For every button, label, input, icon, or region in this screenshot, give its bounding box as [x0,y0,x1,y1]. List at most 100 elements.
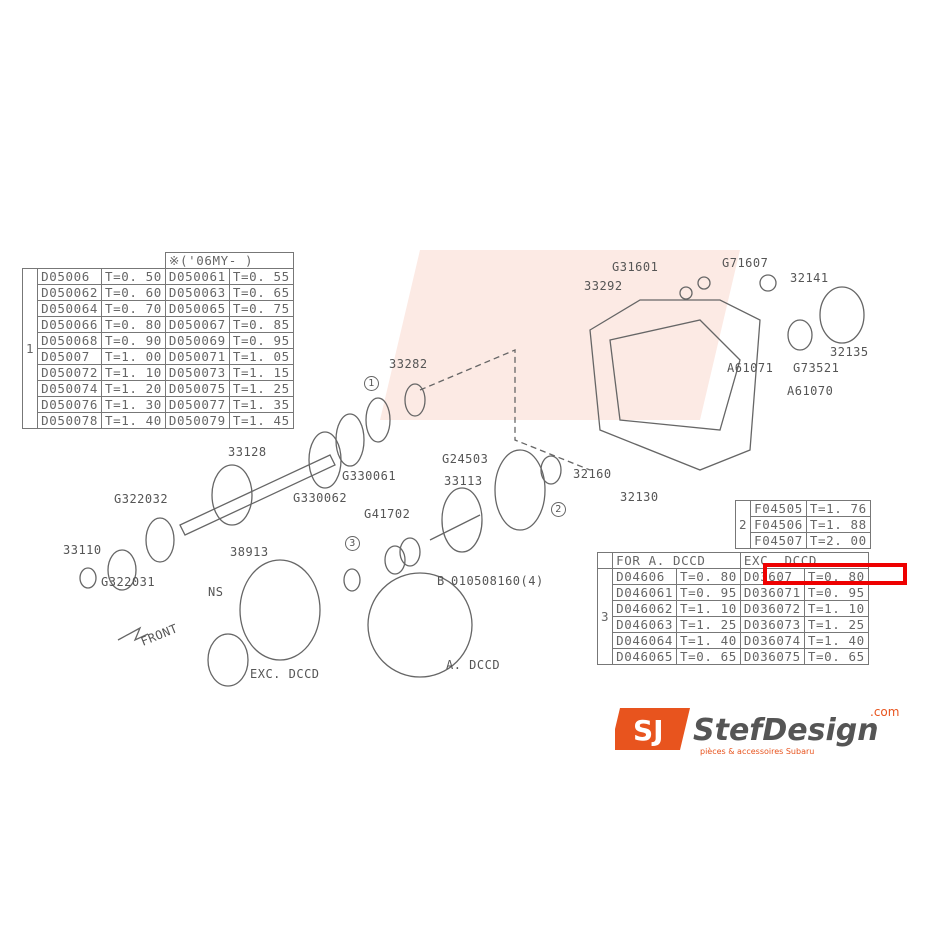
label-33282: 33282 [389,357,428,371]
part-number-cell: D036073 [739,616,805,633]
thickness-cell: T=1. 00 [101,348,166,365]
svg-text:pièces & accessoires Subaru: pièces & accessoires Subaru [700,746,814,756]
housing-32130 [589,299,761,471]
label-ns: NS [208,585,224,599]
part-number-cell: D050061 [164,268,230,285]
thickness-cell: T=1. 40 [676,632,741,649]
label-a61071: A61071 [727,361,774,375]
label-32141: 32141 [790,271,829,285]
label-g71607: G71607 [722,256,769,270]
part-number-cell: D050071 [164,348,230,365]
center-diff-a-dccd [367,572,473,678]
thickness-cell: T=0. 95 [228,332,294,349]
part-number-cell: D046064 [612,632,678,649]
label-g330061: G330061 [342,469,397,483]
part-number-cell: D046065 [612,648,678,665]
callout-2: 2 [551,502,566,517]
label-38913: 38913 [230,545,269,559]
part-number-cell: F04505 [750,500,807,517]
part-number-cell: D050074 [37,380,103,397]
part-number-cell: D050073 [164,364,230,381]
part-number-cell: D036072 [739,600,805,617]
thickness-cell: T=0. 50 [101,268,166,285]
part-number-cell: D046061 [612,584,678,601]
thickness-cell: T=0. 95 [803,584,869,601]
table3-header-a-dccd: FOR A. DCCD [612,552,741,569]
highlight-box [763,563,907,585]
part-number-cell: D050066 [37,316,103,333]
label-g322031: G322031 [101,575,156,589]
part-number-cell: D050069 [164,332,230,349]
callout-1: 1 [364,376,379,391]
thickness-cell: T=1. 20 [101,380,166,397]
part-number-cell: D050064 [37,300,103,317]
thickness-cell: T=2. 00 [805,532,871,549]
label-g31601: G31601 [612,260,659,274]
table-ref-callout: 3 [596,568,614,665]
label-32160: 32160 [573,467,612,481]
thickness-cell: T=1. 25 [676,616,741,633]
stefdesign-logo: SJ StefDesign .com pièces & accessoires … [610,700,915,760]
thickness-cell: T=1. 10 [101,364,166,381]
thickness-cell: T=0. 95 [676,584,741,601]
thickness-cell: T=1. 25 [228,380,294,397]
label-g24503: G24503 [442,452,489,466]
thickness-cell: T=1. 15 [228,364,294,381]
part-number-cell: D050076 [37,396,103,413]
part-number-cell: D050077 [164,396,230,413]
thickness-cell: T=1. 05 [228,348,294,365]
table1-header: ※('06MY- ) [164,252,294,269]
part-number-cell: D050078 [37,412,103,429]
svg-text:SJ: SJ [633,714,664,747]
thickness-cell: T=0. 90 [101,332,166,349]
part-number-cell: D050079 [164,412,230,429]
thickness-cell: T=1. 30 [101,396,166,413]
thickness-cell: T=0. 80 [803,568,869,585]
thickness-cell: T=0. 70 [101,300,166,317]
label-33128: 33128 [228,445,267,459]
thickness-cell: T=1. 35 [228,396,294,413]
part-number-cell: D050075 [164,380,230,397]
thickness-cell: T=1. 76 [805,500,871,517]
part-number-cell: D03607 [739,568,805,585]
part-number-cell: D050067 [164,316,230,333]
label-bolt: 010508160(4) [451,574,544,588]
center-diff-exc [239,559,321,661]
label-33292: 33292 [584,279,623,293]
part-number-cell: D04606 [612,568,678,585]
thickness-cell: T=1. 10 [676,600,741,617]
thickness-cell: T=1. 25 [803,616,869,633]
part-number-cell: D050068 [37,332,103,349]
part-number-cell: F04507 [750,532,807,549]
background-watermark-logo [380,250,740,420]
label-bolt-ref: B [437,574,445,588]
label-exc-dccd: EXC. DCCD [250,667,320,681]
part-number-cell: D046063 [612,616,678,633]
label-g41702: G41702 [364,507,411,521]
label-g330062: G330062 [293,491,348,505]
part-number-cell: D05007 [37,348,103,365]
ring-32135 [819,286,865,344]
part-number-cell: D05006 [37,268,103,285]
part-number-cell: D046062 [612,600,678,617]
thickness-cell: T=0. 65 [228,284,294,301]
label-g322032: G322032 [114,492,169,506]
